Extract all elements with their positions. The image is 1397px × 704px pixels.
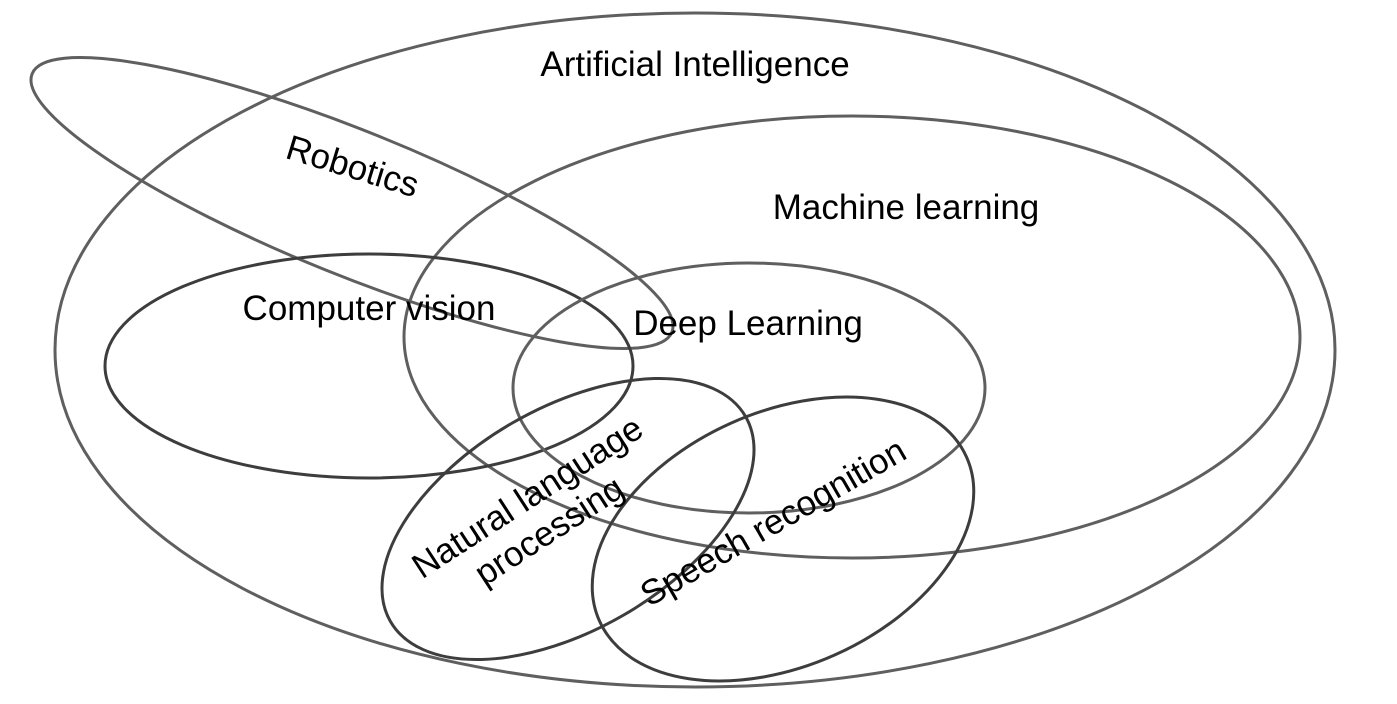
label-robotics: Robotics [282, 128, 424, 205]
ellipse-artificial-intelligence [53, 11, 1337, 689]
ellipse-computer-vision [103, 252, 635, 480]
label-deep-learning: Deep Learning [633, 304, 863, 343]
label-natural-language-processing: Natural language processing [405, 408, 650, 593]
ellipse-robotics [29, 56, 675, 350]
ellipse-speech-recognition [590, 395, 976, 683]
ellipse-machine-learning [402, 114, 1302, 560]
label-speech-recognition: Speech recognition [634, 431, 913, 615]
label-computer-vision: Computer vision [243, 289, 496, 328]
label-artificial-intelligence: Artificial Intelligence [540, 45, 849, 84]
label-machine-learning: Machine learning [773, 188, 1040, 227]
ellipse-deep-learning [511, 261, 987, 515]
